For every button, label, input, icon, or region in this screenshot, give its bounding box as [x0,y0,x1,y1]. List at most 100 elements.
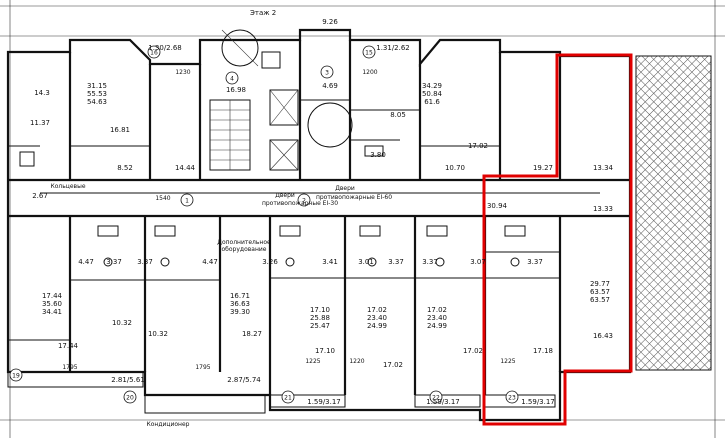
room-area-label: 1.59/3.17 [521,398,555,406]
room-area-label: 34.41 [42,308,62,316]
dimension-label: 1795 [62,364,77,371]
room-area-label: 17.10 [315,347,335,355]
upper-partitions [8,40,562,180]
room-area-label: 1.59/3.17 [426,398,460,406]
room-area-label: 3.37 [137,258,153,266]
room-area-label: 39.30 [230,308,250,316]
room-labels: 14.311.3731.1555.5354.6316.818.521.30/2.… [30,18,614,406]
room-area-label: 14.44 [175,164,196,172]
room-area-label: 16.71 [230,292,250,300]
room-area-label: 3.26 [262,258,278,266]
marker-label: 2 [302,198,306,205]
marker-label: 16 [150,50,158,57]
dimension-label: 1540 [155,195,170,202]
marker-label: 22 [432,395,440,402]
marker-circle [320,65,334,79]
marker-circle [123,390,137,404]
room-area-label: 8.05 [390,111,406,119]
note-label: Двери [335,185,355,192]
note-label: противопожарные EI-60 [316,194,392,201]
marker-circle [9,368,23,382]
room-area-label: 10.32 [148,330,168,338]
room-area-label: 14.3 [34,89,50,97]
room-area-label: 4.47 [202,258,218,266]
marker-circle [180,193,194,207]
room-area-label: 31.15 [87,82,107,90]
marker-circle [429,390,443,404]
room-area-label: 24.99 [367,322,387,330]
room-area-label: 4.47 [78,258,94,266]
room-area-label: 63.57 [590,288,610,296]
note-label: Кондиционер [147,421,190,428]
room-area-label: 36.63 [230,300,250,308]
room-area-label: 19.27 [533,164,553,172]
room-area-label: 1.31/2.62 [376,44,410,52]
dimension-label: 1230 [175,69,190,76]
note-labels: ДополнительноеоборудованиеДверипротивопо… [50,183,392,428]
terrace-hatched-cross [636,56,711,370]
room-area-label: 1.30/2.68 [148,44,182,52]
marker-circle [362,45,376,59]
room-area-label: 3.37 [527,258,543,266]
dimension-label: 1225 [500,358,515,365]
marker-label: 19 [12,373,20,380]
room-area-label: 17.44 [58,342,79,350]
room-area-label: 17.02 [383,361,403,369]
room-area-label: 17.10 [310,306,330,314]
room-area-label: 3.07 [470,258,486,266]
room-area-label: 35.60 [42,300,62,308]
marker-circle [147,45,161,59]
marker-circle [505,390,519,404]
room-area-label: 1.59/3.17 [307,398,341,406]
marker-circle [281,390,295,404]
room-area-label: 3.01 [358,258,374,266]
note-label: оборудование [222,246,267,253]
room-area-label: 3.37 [422,258,438,266]
dimension-label: 1220 [349,358,364,365]
room-area-label: 2.67 [32,192,48,200]
room-area-label: 17.02 [468,142,488,150]
room-area-label: 17.02 [427,306,447,314]
note-label: Двери [275,192,295,199]
stair-core [209,29,353,171]
room-area-label: 13.34 [593,164,614,172]
room-area-label: 23.40 [427,314,447,322]
room-area-label: 2.87/5.74 [227,376,261,384]
room-area-label: 16.43 [593,332,613,340]
note-label: Дополнительное [217,239,271,246]
sanitary-fixtures [19,145,526,267]
room-area-label: 3.37 [388,258,404,266]
balconies [7,371,556,414]
room-area-label: 10.70 [445,164,465,172]
room-area-label: 18.27 [242,330,262,338]
room-area-label: 3.80 [370,151,386,159]
marker-circle [225,71,239,85]
marker-label: 23 [508,395,516,402]
room-area-label: 16.98 [226,86,246,94]
room-area-label: 17.18 [533,347,553,355]
room-area-label: 8.52 [117,164,133,172]
room-area-label: 29.77 [590,280,610,288]
dimension-label: 1795 [195,364,210,371]
marker-label: 3 [325,70,329,77]
apartment-highlight [482,53,633,426]
room-area-label: 13.33 [593,205,613,213]
marker-label: 1 [185,198,189,205]
marker-label: 4 [230,76,234,83]
dimension-label: 1200 [362,69,377,76]
marker-label: 21 [284,395,292,402]
room-area-label: 30.94 [487,202,508,210]
room-area-label: 25.47 [310,322,330,330]
marker-label: 15 [365,50,373,57]
room-area-label: 54.63 [87,98,107,106]
room-area-label: 17.02 [463,347,483,355]
room-area-label: 10.32 [112,319,132,327]
room-area-label: 17.44 [42,292,63,300]
room-area-label: 24.99 [427,322,447,330]
note-label: противопожарные EI-30 [262,200,338,207]
floor-title: Этаж 2 [250,9,276,17]
